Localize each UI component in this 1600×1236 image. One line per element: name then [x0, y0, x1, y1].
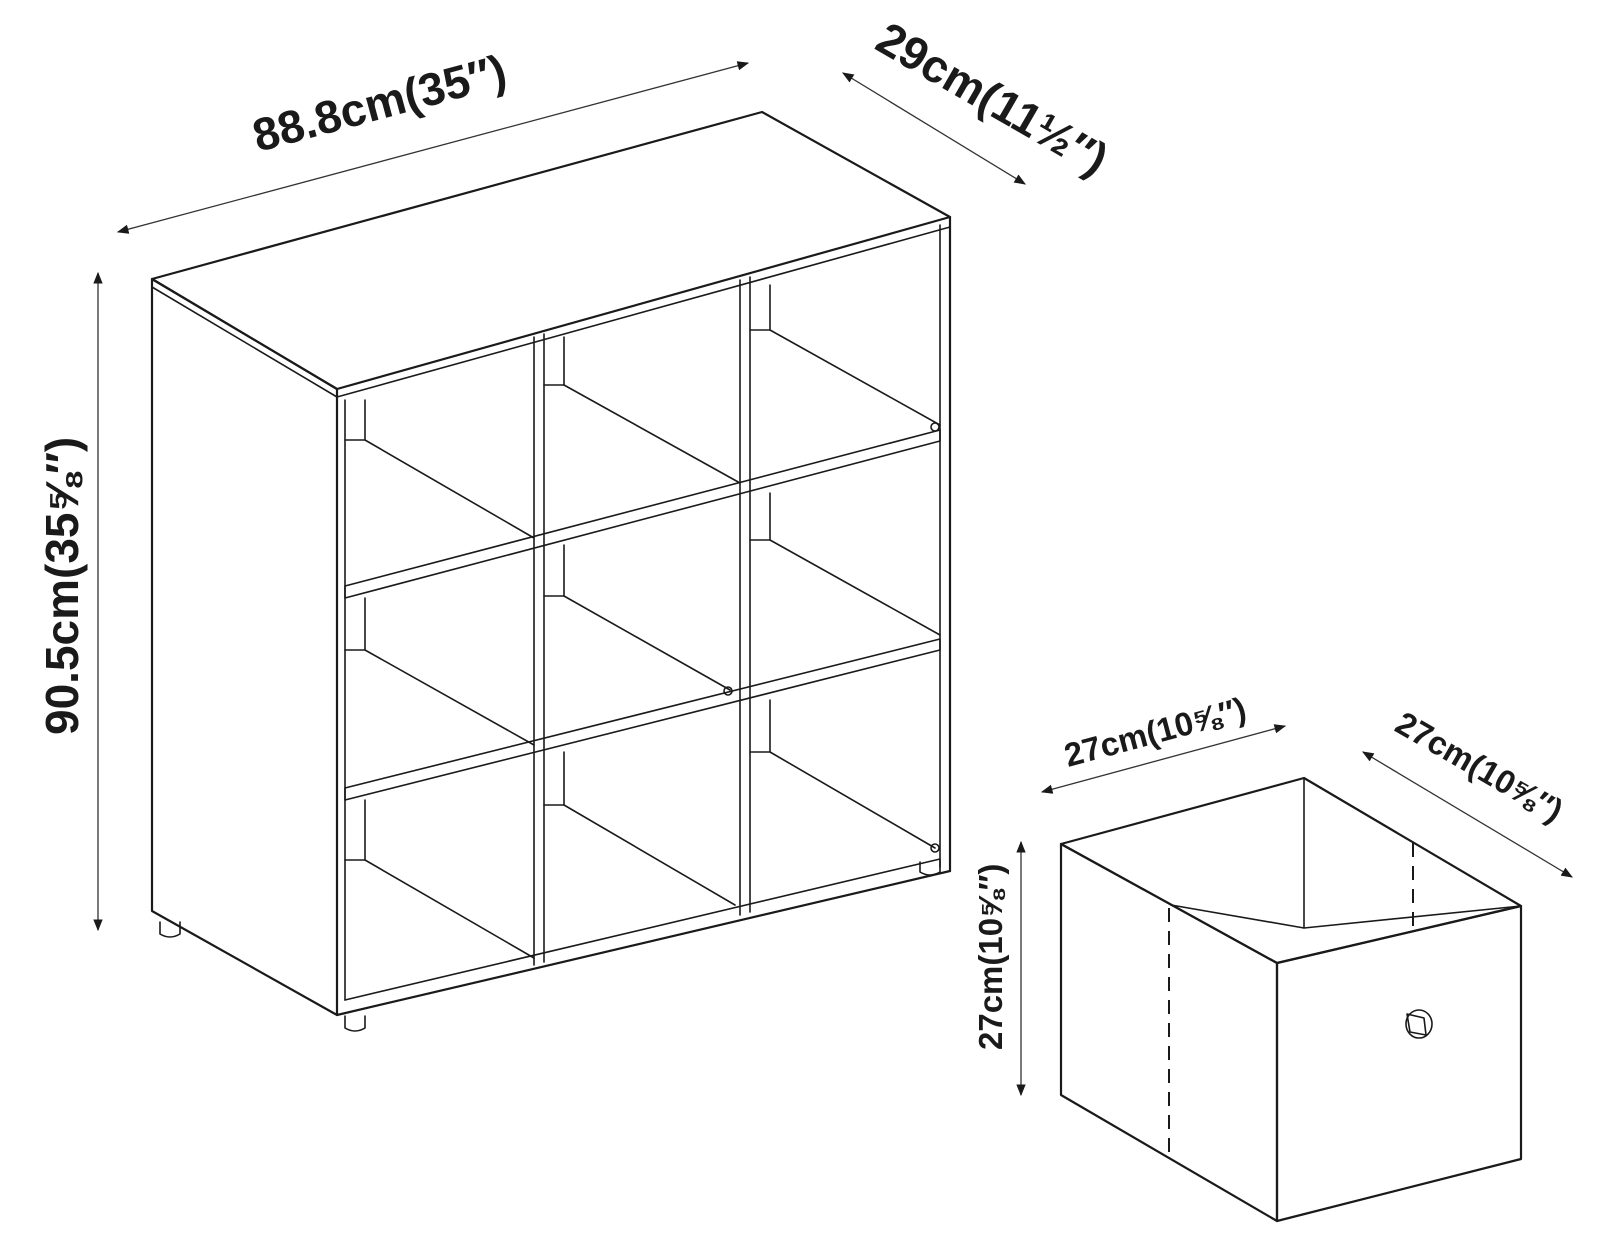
shelf-boards [344, 429, 941, 801]
shelf-feet [159, 859, 941, 1032]
bin-depth-label: 27cm(10⅝″) [1390, 704, 1570, 829]
cube-shelf [150, 110, 952, 1032]
shelf-top-front-edge [151, 226, 951, 398]
shelf-width-label: 88.8cm(35″) [247, 44, 511, 161]
shelf-width-dimension-line [116, 61, 750, 234]
bin-depth-dimension-line [1361, 751, 1574, 878]
shelf-dimension-lines [93, 61, 1026, 932]
bin-front-face [1275, 904, 1523, 1223]
storage-bin [1059, 776, 1523, 1223]
shelf-bottom-panel [335, 869, 952, 1017]
bin-handle-icon [1405, 1009, 1433, 1039]
shelf-screws [723, 422, 940, 853]
shelf-cubby-depth-lines [344, 284, 941, 959]
bin-height-label: 27cm(10⅝″) [972, 864, 1009, 1050]
bin-dimension-lines [1016, 724, 1574, 1097]
bin-width-dimension-line [1040, 724, 1287, 794]
shelf-depth-label: 29cm(11½″) [868, 12, 1117, 186]
shelf-depth-dimension-line [842, 72, 1026, 185]
shelf-height-label: 90.5cm(35⅝″) [36, 437, 88, 735]
shelf-dividers [533, 276, 751, 966]
shelf-left-side-panel [150, 277, 339, 1017]
